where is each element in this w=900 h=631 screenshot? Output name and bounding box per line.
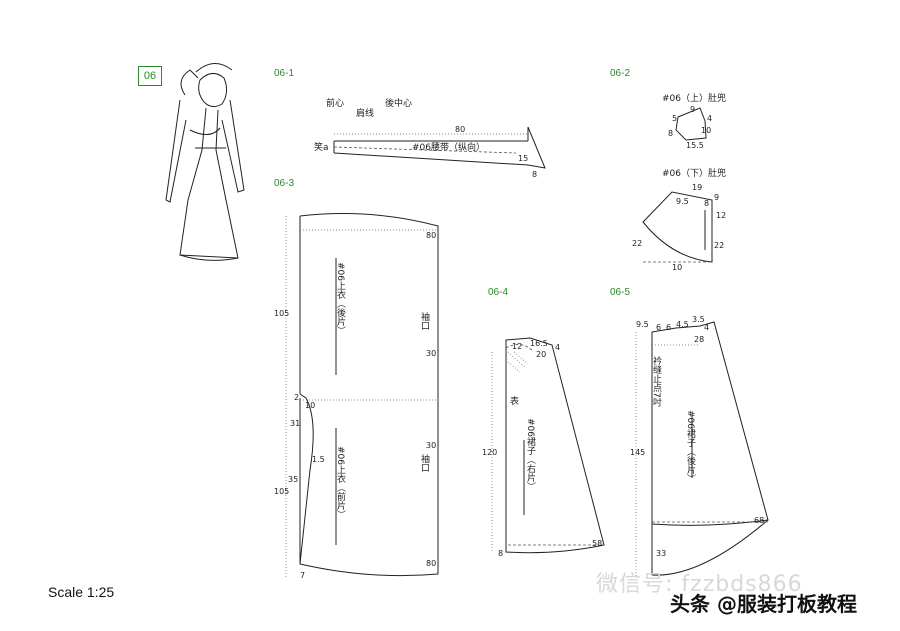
dim-value: 80 (426, 559, 436, 568)
dim-value: 6 (666, 323, 671, 332)
value-15-text: 15 (518, 154, 528, 163)
dim-value: 3.5 (692, 315, 705, 324)
placket-stop-text: 衿缝止点7吋 (651, 355, 662, 407)
scale-label: Scale 1:25 (48, 584, 115, 600)
length-80-text: 80 (455, 125, 465, 134)
dim-value: 105 (274, 309, 289, 318)
panel-06-2-label: 06-2 (610, 68, 630, 79)
skirt-right-text: #06裙子（右片） (525, 418, 536, 491)
upper-value: 15.5 (686, 141, 704, 150)
upper-bib-title: #06（上）肚兜 (662, 92, 726, 104)
dim-value: 6 (656, 323, 661, 332)
lower-value: 22 (714, 241, 724, 250)
dim-value: 4.5 (676, 320, 689, 329)
cuff-bottom-text: 袖口 (419, 453, 430, 472)
dim-value: 80 (426, 231, 436, 240)
value-8-text: 8 (532, 170, 537, 179)
figure-illustration (165, 63, 245, 261)
belt-title-text: #06腰带（纵向） (412, 141, 485, 153)
dim-value: 4 (704, 323, 709, 332)
shoulder-line-text: 肩线 (356, 107, 374, 119)
panel-06-5-label: 06-5 (610, 287, 630, 298)
lower-value: 9.5 (676, 197, 689, 206)
upper-value: 8 (668, 129, 673, 138)
face-side-text: 表 (510, 395, 519, 407)
front-center-text: 前心 (326, 97, 344, 109)
dim-value: 30 (426, 441, 436, 450)
panel-06-1: 前心 肩线 後中心 80 #06腰带（纵向） 15 8 笑a (314, 97, 546, 179)
lower-value: 19 (692, 183, 702, 192)
panel-06-1-label: 06-1 (274, 68, 294, 79)
dim-value: 105 (274, 487, 289, 496)
dim-value: 8 (498, 549, 503, 558)
dim-value: 30 (426, 349, 436, 358)
dim-value: 20 (536, 350, 546, 359)
dim-value: 58 (592, 539, 602, 548)
dim-value: 28 (694, 335, 704, 344)
upper-garment-front-text: #06上衣（前片） (335, 446, 346, 519)
dim-value: 145 (630, 448, 645, 457)
panel-06-2: #06（上）肚兜 9 5 4 8 10 15.5 #06（下）肚兜 19 9.5… (632, 92, 726, 272)
dim-value: 12 (512, 342, 522, 351)
dim-value: 31 (290, 419, 300, 428)
upper-value: 9 (690, 105, 695, 114)
lower-value: 8 (704, 199, 709, 208)
panel-06-4-label: 06-4 (488, 287, 508, 298)
dim-value: 68 (754, 516, 764, 525)
watermark-text: 微信号: fzzbds866 (596, 572, 803, 597)
lower-bib-title: #06（下）肚兜 (662, 167, 726, 179)
dim-value: 16.5 (530, 339, 548, 348)
lower-value: 22 (632, 239, 642, 248)
lower-value: 12 (716, 211, 726, 220)
panel-06-3-label: 06-3 (274, 178, 294, 189)
dim-value: 4 (555, 343, 560, 352)
dim-value: 1.5 (312, 455, 325, 464)
upper-garment-back-text: #06上衣（後片） (335, 262, 346, 335)
panel-06-5: 9.5 6 6 4.5 3.5 4 28 145 68 33 衿缝止点7吋 #0… (630, 315, 769, 578)
dim-value: 33 (656, 549, 666, 558)
dim-value: 10 (305, 401, 315, 410)
back-center-text: 後中心 (385, 97, 412, 109)
left-mark-text: 笑a (314, 141, 329, 153)
dim-value: 35 (288, 475, 298, 484)
upper-value: 5 (672, 114, 677, 123)
figure-number-badge: 06 (138, 66, 162, 86)
attribution-text: 头条 @服装打板教程 (670, 592, 857, 616)
dim-value: 9.5 (636, 320, 649, 329)
panel-06-4: 12 16.5 4 20 120 58 8 表 #06裙子（右片） (482, 337, 605, 558)
cuff-top-text: 袖口 (419, 311, 430, 330)
dim-value: 120 (482, 448, 497, 457)
lower-value: 10 (672, 263, 682, 272)
skirt-back-text: #06裙子（後片） (685, 410, 696, 483)
dim-value: 2 (294, 393, 299, 402)
upper-value: 4 (707, 114, 712, 123)
panel-06-3: 80 105 30 2 10 31 1.5 35 105 30 80 7 #06… (274, 213, 439, 580)
upper-value: 10 (701, 126, 711, 135)
dim-value: 7 (300, 571, 305, 580)
lower-value: 9 (714, 193, 719, 202)
